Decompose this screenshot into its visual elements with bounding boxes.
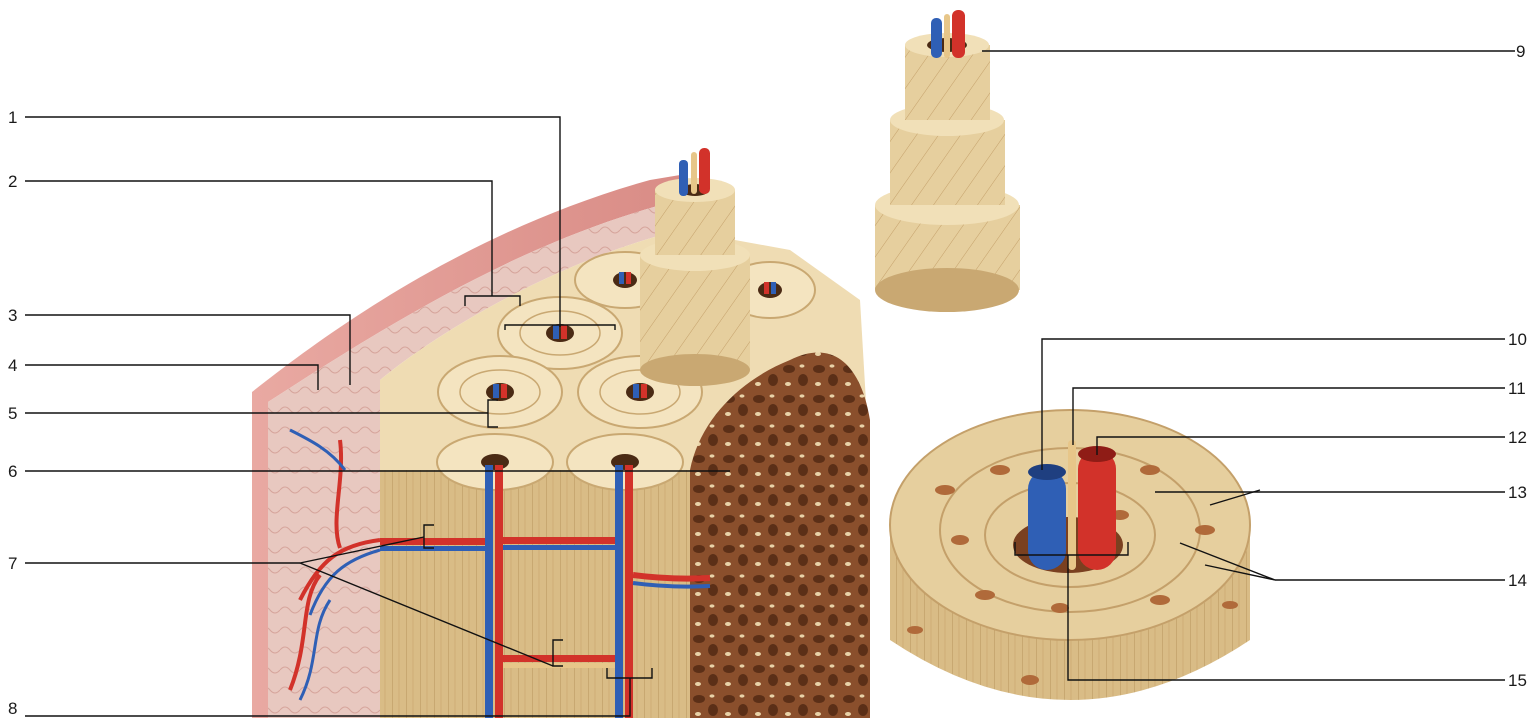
telescoped-osteon	[875, 10, 1020, 312]
label-2: 2	[8, 172, 17, 191]
disk-artery	[1078, 450, 1116, 570]
label-8: 8	[8, 699, 17, 718]
label-6: 6	[8, 462, 17, 481]
disk-nerve	[1068, 440, 1076, 570]
label-10: 10	[1508, 330, 1527, 349]
label-9: 9	[1516, 42, 1525, 61]
label-14: 14	[1508, 571, 1527, 590]
label-3: 3	[8, 306, 17, 325]
compact-bone-wedge	[252, 148, 870, 718]
label-5: 5	[8, 404, 17, 423]
label-12: 12	[1508, 428, 1527, 447]
label-7: 7	[8, 554, 17, 573]
label-4: 4	[8, 356, 17, 375]
label-1: 1	[8, 108, 17, 127]
label-11: 11	[1508, 379, 1526, 398]
label-13: 13	[1508, 483, 1527, 502]
label-15: 15	[1508, 671, 1527, 690]
bone-longitudinal-section	[380, 470, 690, 718]
